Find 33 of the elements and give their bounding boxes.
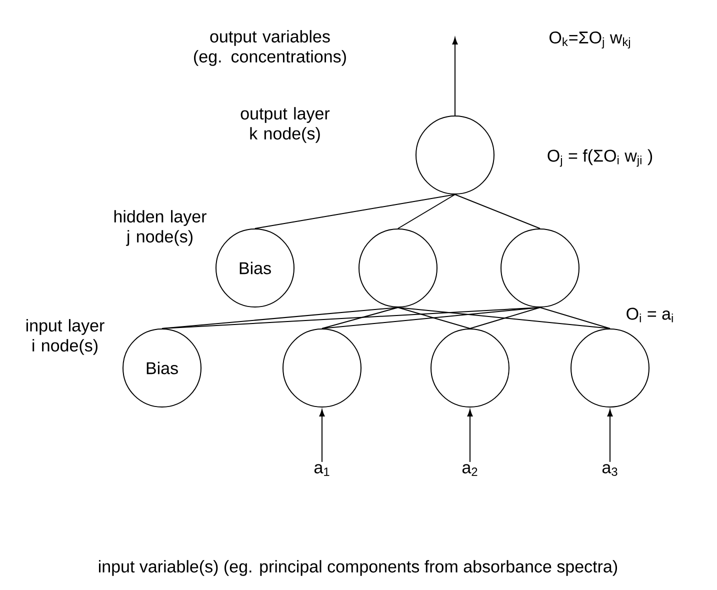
connection-line (162, 307, 540, 329)
input-arrow (467, 409, 473, 462)
annotation: O$_{j}$ = f(ΣO$_{i}$ w$_{ji}$ ) (548, 149, 652, 167)
output-arrow (452, 37, 458, 116)
connection-line (540, 307, 610, 329)
connection-line (470, 307, 540, 329)
input-symbol: a$_{3}$ (602, 464, 618, 476)
neuron-circle (358, 228, 438, 308)
annotation: output variables (eg. concentrations) (194, 30, 346, 66)
connection-line (398, 194, 456, 229)
bias-node: Bias (216, 228, 294, 308)
annotation: output layer k node(s) (240, 107, 330, 143)
input-arrow (607, 409, 613, 462)
bias-node: Bias (122, 328, 202, 408)
connection-line (322, 307, 540, 329)
annotation: hidden layer j node(s) (114, 210, 206, 246)
annotation: O$_{k}$=ΣO$_{j}$ w$_{kj}$ (550, 32, 630, 48)
connection-line (398, 307, 470, 329)
input-symbol: a$_{2}$ (462, 464, 478, 476)
annotation: O$_{i}$ = a$_{i}$ (626, 308, 673, 322)
connection-line (398, 307, 610, 329)
caption: input variable(s) (eg. principal components from absorbance spectra) (98, 560, 618, 576)
annotation: input layer i node(s) (26, 319, 104, 355)
input-arrow (319, 409, 325, 462)
neuron-circle (500, 228, 580, 308)
neuron-circle (430, 328, 510, 408)
connection-line (454, 194, 540, 229)
neuron-circle (282, 328, 362, 408)
neuron-circle (570, 328, 650, 408)
connection-line (322, 307, 398, 329)
connection-line (254, 194, 456, 229)
input-symbol: a$_{1}$ (314, 464, 330, 476)
neuron-circle (416, 116, 494, 194)
